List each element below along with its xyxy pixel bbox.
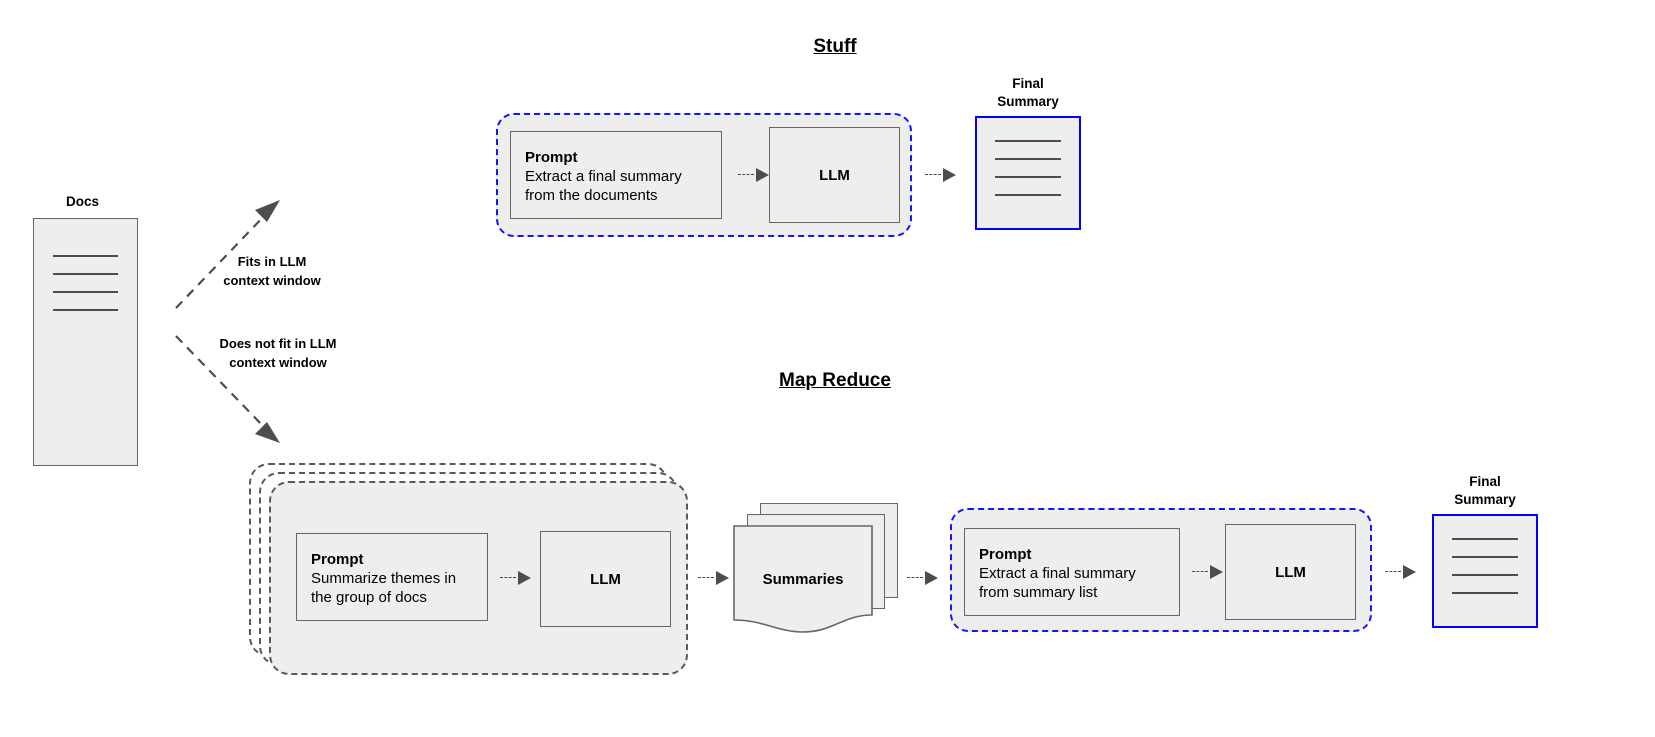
reduce-arrow-prompt-to-llm [1192, 565, 1224, 579]
map-arrow-llm-to-summaries [698, 571, 730, 585]
summaries-label: Summaries [762, 571, 844, 588]
section-title-map-reduce: Map Reduce [779, 370, 891, 391]
branch-label-does-not-fit: Does not fit in LLM context window [219, 336, 337, 370]
reduce-prompt-body: Extract a final summary from summary lis… [979, 564, 1136, 601]
stuff-final-summary-document-icon [975, 116, 1081, 230]
stuff-prompt-title: Prompt [525, 148, 578, 166]
docs-label: Docs [65, 194, 99, 209]
branch-label-fits: Fits in LLM context window [223, 254, 321, 288]
reduce-llm-label: LLM [1275, 563, 1306, 581]
section-title-stuff: Stuff [813, 36, 857, 57]
stuff-llm-label: LLM [819, 166, 850, 184]
reduce-arrow-llm-to-output [1385, 565, 1417, 579]
stuff-prompt-box: Prompt Extract a final summary from the … [510, 131, 722, 219]
map-llm-label: LLM [590, 570, 621, 588]
map-arrow-summaries-to-reduce [907, 571, 939, 585]
map-arrow-prompt-to-llm [500, 571, 532, 585]
stuff-output-label: Final Summary [997, 76, 1059, 109]
map-llm-box: LLM [540, 531, 671, 627]
reduce-prompt-box: Prompt Extract a final summary from summ… [964, 528, 1180, 616]
stuff-prompt-body: Extract a final summary from the documen… [525, 167, 682, 204]
stuff-llm-box: LLM [769, 127, 900, 223]
summaries-stacked-documents-icon: Summaries [733, 503, 898, 633]
reduce-llm-box: LLM [1225, 524, 1356, 620]
reduce-final-summary-document-icon [1432, 514, 1538, 628]
branch-arrow-up [175, 200, 280, 309]
map-prompt-box: Prompt Summarize themes in the group of … [296, 533, 488, 621]
branch-arrow-down [175, 335, 280, 443]
reduce-output-label: Final Summary [1454, 474, 1516, 507]
reduce-prompt-title: Prompt [979, 545, 1032, 563]
stuff-arrow-llm-to-output [925, 168, 957, 182]
docs-document-icon [33, 218, 138, 466]
map-prompt-title: Prompt [311, 550, 364, 568]
map-prompt-body: Summarize themes in the group of docs [311, 569, 457, 606]
stuff-arrow-prompt-to-llm [738, 168, 770, 182]
